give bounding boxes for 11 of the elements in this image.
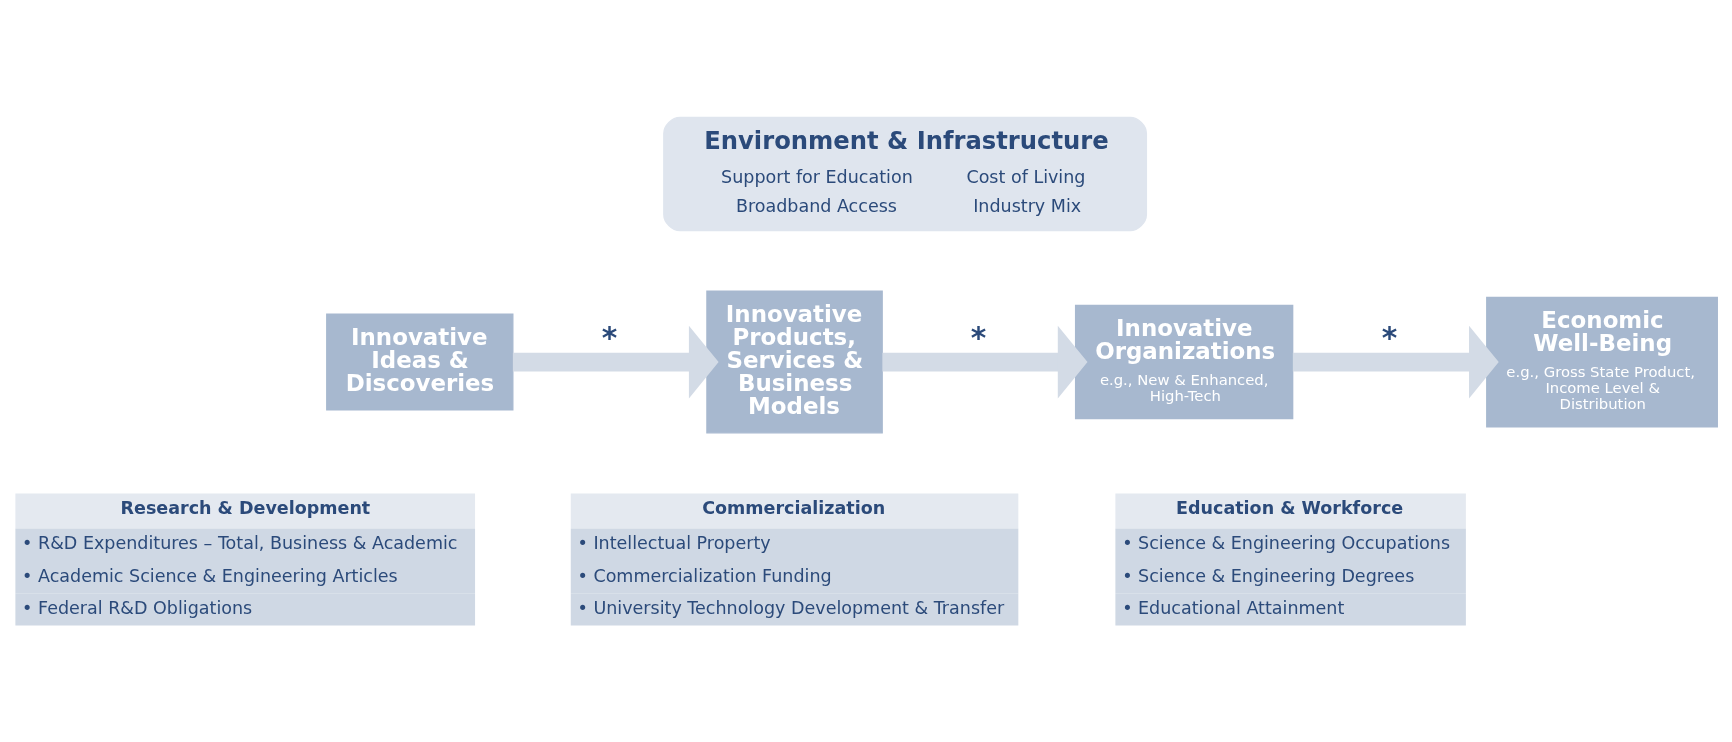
node-box: Innovative Organizations e.g., New & Enhanced, High-Tech: [1074, 304, 1294, 419]
arrow: [512, 325, 719, 398]
arrow: [1292, 325, 1499, 398]
edge-label: *: [1381, 319, 1398, 355]
node-box: Environment & Infrastructure Support for Education Cost of Living Broadband Access Industry Mix: [663, 116, 1148, 231]
edge-label: *: [601, 319, 618, 355]
node-box: Economic Well-Being e.g., Gross State Product, Income Level & Distribution: [1486, 296, 1718, 427]
node-box: Innovative Ideas & Discoveries: [326, 313, 514, 411]
node-box: Innovative Products, Services & Business Models: [706, 290, 883, 433]
edge-label: *: [970, 319, 987, 355]
arrow: [882, 325, 1088, 398]
